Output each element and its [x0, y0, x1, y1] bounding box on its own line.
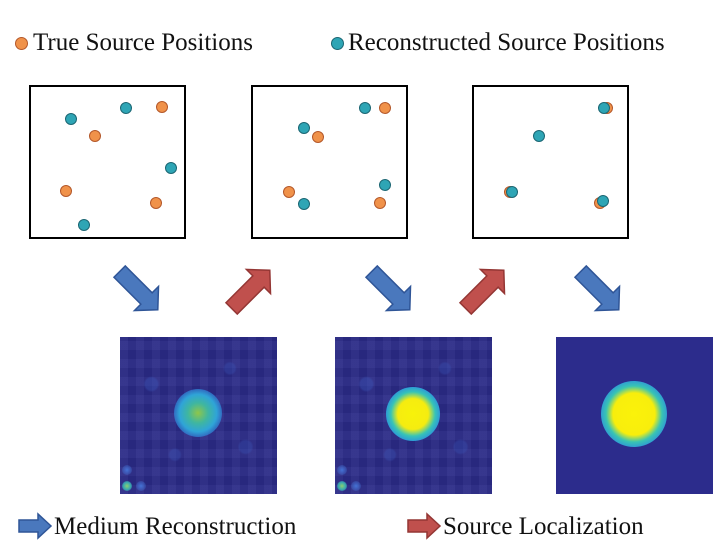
reconstructed-source-point — [379, 179, 391, 191]
source-localization-legend-arrow-icon — [407, 512, 442, 540]
medium-reconstruction-legend-arrow-icon — [18, 512, 53, 540]
reconstructed-source-point — [298, 122, 310, 134]
reconstructed-source-point — [65, 113, 77, 125]
true-source-point — [150, 197, 162, 209]
source-position-panel-3 — [472, 85, 629, 239]
true-source-point — [60, 185, 72, 197]
medium-reconstruction-legend-label: Medium Reconstruction — [54, 513, 297, 540]
reconstructed-source-point — [298, 198, 310, 210]
true-source-legend-icon — [15, 37, 28, 50]
reconstructed-source-point — [359, 102, 371, 114]
reconstructed-source-point — [78, 219, 90, 231]
reconstructed-source-point — [598, 102, 610, 114]
source-position-panel-1 — [29, 85, 186, 239]
reconstructed-source-point — [506, 186, 518, 198]
reconstructed-source-legend-label: Reconstructed Source Positions — [348, 29, 665, 56]
true-source-point — [283, 186, 295, 198]
true-source-point — [312, 131, 324, 143]
true-source-point — [89, 130, 101, 142]
source-position-panel-2 — [251, 85, 408, 239]
source-localization-legend-label: Source Localization — [443, 513, 644, 540]
medium-reconstruction-heatmap-2 — [335, 337, 492, 494]
true-source-point — [379, 102, 391, 114]
reconstructed-source-point — [533, 130, 545, 142]
true-source-point — [374, 197, 386, 209]
reconstructed-source-point — [120, 102, 132, 114]
medium-reconstruction-heatmap-1 — [120, 337, 277, 494]
reconstructed-source-point — [165, 162, 177, 174]
reconstructed-source-legend-icon — [331, 37, 344, 50]
reconstructed-source-point — [597, 195, 609, 207]
true-source-legend-label: True Source Positions — [33, 29, 253, 56]
true-source-point — [156, 101, 168, 113]
medium-reconstruction-heatmap-3 — [556, 337, 713, 494]
